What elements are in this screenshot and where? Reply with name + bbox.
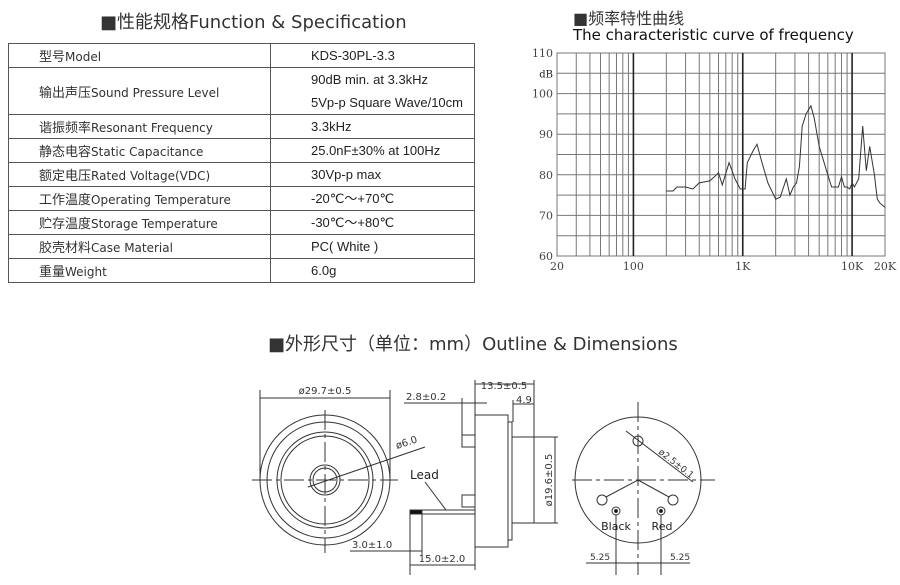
spec-key-en: Weight [65, 265, 107, 279]
spec-key-en: Sound Pressure Level [91, 85, 220, 100]
spec-value-cell: 6.0g [270, 258, 475, 283]
x-tick-label: 20K [874, 260, 897, 273]
chart-title-en: The characteristic curve of frequency [573, 26, 854, 44]
frequency-chart: 60 70 80 90 100 110 20 100 1K 10K 20K dB [532, 47, 897, 273]
spec-key: 额定电压Rated Voltage(VDC) [8, 162, 271, 187]
spec-row: 额定电压Rated Voltage(VDC) 30Vp-p max [8, 162, 475, 187]
spec-key-cn: 工作温度 [39, 193, 92, 208]
back-view [572, 402, 715, 575]
spec-value: PC( White ) [311, 239, 379, 254]
side-view [350, 380, 558, 575]
spec-key-en: Resonant Frequency [91, 121, 213, 135]
lead-label: Lead [410, 468, 439, 482]
spec-row: 谐振频率Resonant Frequency 3.3kHz [8, 114, 475, 139]
spec-value-cell: -20℃～+70℃ [270, 186, 475, 211]
spec-key-en: Case Material [91, 241, 173, 255]
x-tick-label: 100 [623, 260, 644, 273]
dim-lead-len: 15.0±2.0 [419, 554, 466, 565]
spec-key-cn: 额定电压 [39, 169, 92, 184]
spec-key-cn: 输出声压 [39, 85, 92, 101]
spec-value: KDS-30PL-3.3 [311, 48, 395, 63]
spec-key-cn: 贮存温度 [39, 217, 92, 232]
front-view [252, 390, 426, 553]
dim-diameter: ø29.7±0.5 [299, 386, 352, 397]
x-tick-label: 20 [550, 260, 564, 273]
dim-depth: 13.5±0.5 [481, 381, 528, 392]
spec-value-cell: 25.0nF±30% at 100Hz [270, 138, 475, 163]
chart-title-cn: ■频率特性曲线 [573, 9, 685, 28]
spec-value: -20℃～+70℃ [311, 191, 395, 206]
spec-row: 重量Weight 6.0g [8, 258, 475, 283]
spec-key-en: Operating Temperature [91, 193, 231, 207]
spec-value: 5Vp-p Square Wave/10cm [311, 95, 463, 110]
y-tick-label: 80 [539, 169, 553, 182]
spec-row: 静态电容Static Capacitance 25.0nF±30% at 100H… [8, 138, 475, 163]
x-tick-label: 1K [735, 260, 751, 273]
spec-key-en: Static Capacitance [91, 145, 204, 159]
spec-title: ■性能规格Function & Specification [100, 12, 407, 33]
spec-row: 胶壳材料Case Material PC( White ) [8, 234, 475, 259]
x-tick-label: 10K [841, 260, 864, 273]
spec-table: 型号Model KDS-30PL-3.3 输出声压Sound Pressure Le… [8, 43, 475, 283]
dim-pitch-left: 5.25 [590, 553, 610, 563]
spec-value-cell: -30℃～+80℃ [270, 210, 475, 235]
y-tick-label: 110 [532, 47, 553, 60]
y-tick-label: 70 [539, 209, 553, 222]
spec-key-cn: 静态电容 [39, 145, 92, 160]
spec-key-cn: 型号 [39, 50, 66, 65]
spec-key-en: Storage Temperature [91, 217, 218, 231]
y-tick-label: 90 [539, 128, 553, 141]
spec-key: 重量Weight [8, 258, 271, 283]
spec-value-cell: PC( White ) [270, 234, 475, 259]
chart-title: ■频率特性曲线 The characteristic curve of freq… [573, 10, 854, 44]
spec-value: -30℃～+80℃ [311, 215, 395, 230]
spec-key-en: Model [65, 50, 102, 64]
spec-key: 谐振频率Resonant Frequency [8, 114, 271, 139]
spec-value: 3.3kHz [311, 119, 352, 134]
spec-value: 6.0g [311, 263, 337, 278]
red-label: Red [652, 520, 673, 533]
spec-key-cn: 谐振频率 [39, 121, 92, 136]
spec-key: 贮存温度Storage Temperature [8, 210, 271, 235]
y-axis-label: dB [539, 69, 553, 80]
spec-key-cn: 重量 [39, 265, 66, 280]
dim-width: 2.8±0.2 [406, 392, 446, 403]
y-tick-label: 60 [539, 250, 553, 263]
spec-value: 90dB min. at 3.3kHz [311, 72, 429, 87]
spec-value-cell: 90dB min. at 3.3kHz 5Vp-p Square Wave/10c… [270, 67, 475, 115]
dim-front: 4.9 [516, 395, 532, 406]
spec-key: 胶壳材料Case Material [8, 234, 271, 259]
dim-pitch-right: 5.25 [670, 553, 690, 563]
spec-row: 贮存温度Storage Temperature -30℃～+80℃ [8, 210, 475, 235]
black-label: Black [601, 520, 631, 533]
outline-title: ■外形尺寸（单位：mm）Outline & Dimensions [268, 334, 678, 355]
dim-lead-tip: 3.0±1.0 [352, 540, 392, 551]
spec-key: 型号Model [8, 43, 271, 68]
spec-value: 30Vp-p max [311, 167, 382, 182]
spec-key-cn: 胶壳材料 [39, 241, 92, 256]
spec-value: 25.0nF±30% at 100Hz [311, 143, 441, 158]
y-tick-label: 100 [532, 88, 553, 101]
dim-pin-dia: ø2.5±0.1 [656, 447, 695, 481]
spec-value-cell: 30Vp-p max [270, 162, 475, 187]
dim-front-dia: ø19.6±0.5 [544, 454, 555, 507]
frequency-response-line [666, 104, 886, 208]
spec-key-en: Rated Voltage(VDC) [91, 169, 211, 183]
spec-key: 输出声压Sound Pressure Level [8, 67, 271, 115]
dim-hole: ø6.0 [395, 435, 419, 452]
